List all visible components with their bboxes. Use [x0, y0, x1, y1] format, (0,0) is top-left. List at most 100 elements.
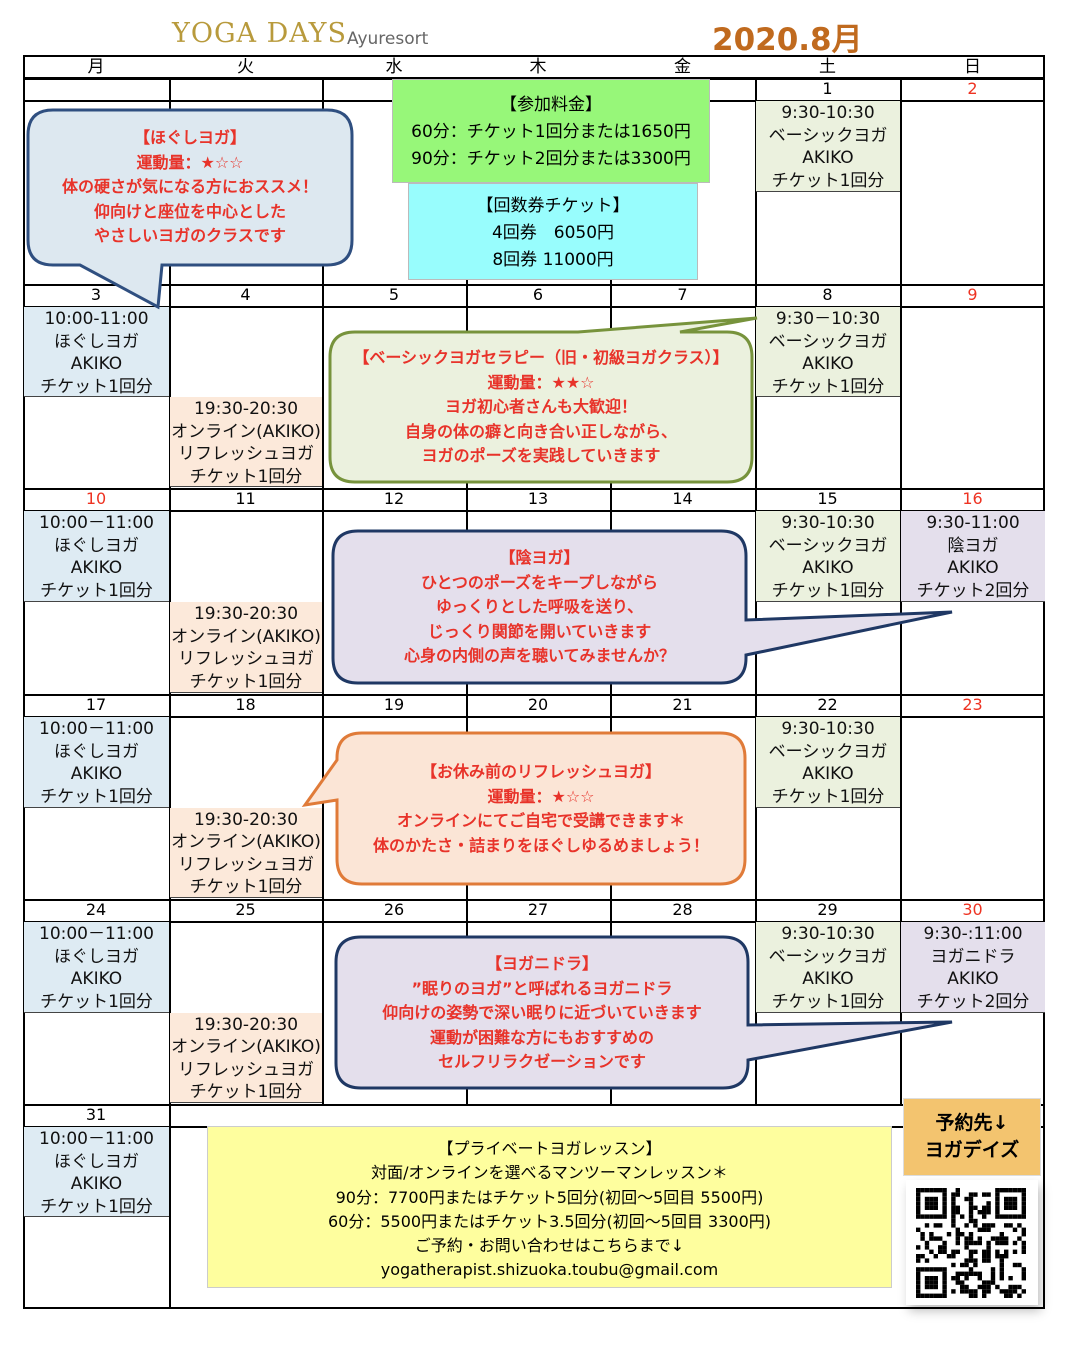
grid-line — [169, 284, 171, 488]
qr-module — [986, 1280, 991, 1285]
event-line: オンライン(AKIKO) — [171, 1037, 321, 1057]
qr-module — [968, 1192, 974, 1197]
qr-module — [1008, 1293, 1013, 1298]
qr-module — [924, 1280, 930, 1285]
qr-module — [1021, 1240, 1026, 1246]
qr-module — [999, 1254, 1004, 1259]
qr-code[interactable] — [906, 1180, 1038, 1305]
qr-module — [990, 1267, 996, 1272]
text-line: 体のかたさ・詰まりをほぐしゆるめましょう！ — [372, 835, 709, 855]
qr-module — [924, 1258, 930, 1263]
qr-module — [933, 1280, 938, 1285]
qr-module — [951, 1223, 956, 1228]
event-line: チケット1回分 — [771, 170, 885, 191]
event-line: AKIKO — [802, 969, 854, 989]
grid-line — [23, 694, 1045, 696]
qr-module — [955, 1188, 960, 1193]
qr-module — [977, 1284, 982, 1290]
qr-module — [973, 1192, 978, 1197]
date-number: 27 — [527, 900, 549, 919]
event-line: オンライン(AKIKO) — [171, 832, 321, 852]
event-line: AKIKO — [70, 764, 123, 784]
qr-module — [951, 1276, 956, 1281]
event-line: ベーシックヨガ — [768, 946, 888, 967]
qr-module — [968, 1205, 974, 1210]
qr-module — [951, 1210, 956, 1215]
event-line: リフレッシュヨガ — [178, 649, 314, 669]
qr-module — [990, 1236, 996, 1241]
date-number: 15 — [817, 489, 838, 508]
qr-module — [920, 1293, 925, 1298]
text-line: 予約先↓ — [935, 1112, 1009, 1134]
qr-module — [938, 1249, 943, 1254]
qr-module — [1021, 1276, 1026, 1281]
qr-module — [982, 1223, 987, 1228]
qr-module — [924, 1201, 930, 1206]
qr-module — [960, 1284, 965, 1290]
qr-module — [1004, 1240, 1009, 1246]
qr-module — [929, 1280, 934, 1285]
grid-line — [900, 694, 902, 899]
qr-module — [986, 1258, 991, 1263]
qr-module — [986, 1201, 991, 1206]
qr-module — [986, 1227, 991, 1232]
qr-module — [973, 1289, 978, 1294]
qr-module — [955, 1271, 960, 1276]
qr-module — [929, 1249, 934, 1254]
qr-module — [982, 1258, 987, 1263]
event-line: チケット1回分 — [189, 466, 303, 487]
qr-module — [995, 1210, 1000, 1215]
event-line: AKIKO — [802, 558, 854, 578]
grid-line — [755, 899, 757, 1104]
qr-module — [916, 1188, 921, 1193]
qr-module — [929, 1267, 934, 1272]
qr-module — [1021, 1289, 1026, 1294]
date-number: 10 — [85, 489, 107, 508]
qr-module — [986, 1254, 991, 1259]
text-line: 体の硬さが気になる方におススメ！ — [61, 177, 318, 196]
event-line: チケット1回分 — [189, 671, 303, 692]
event-line: 10:00－11:00 — [39, 924, 154, 944]
qr-module — [946, 1232, 952, 1237]
qr-module — [968, 1249, 974, 1254]
qr-module — [999, 1240, 1004, 1246]
event-line: 19:30-20:30 — [193, 809, 299, 830]
date-number: 21 — [672, 695, 693, 714]
event-line: ほぐしヨガ — [54, 535, 139, 556]
event-line: リフレッシュヨガ — [178, 1059, 314, 1080]
date-number: 13 — [527, 489, 549, 508]
qr-module — [1017, 1188, 1022, 1193]
qr-module — [977, 1227, 982, 1232]
qr-module — [1004, 1188, 1009, 1193]
qr-module — [916, 1289, 921, 1294]
qr-module — [1021, 1214, 1026, 1219]
qr-module — [995, 1196, 1000, 1202]
qr-module — [1004, 1236, 1009, 1241]
qr-module — [929, 1188, 934, 1193]
text-line: 【ほぐしヨガ】 — [133, 128, 246, 147]
qr-module — [973, 1293, 978, 1298]
qr-module — [1017, 1236, 1022, 1241]
qr-module — [973, 1223, 978, 1228]
event-line: AKIKO — [802, 764, 854, 784]
qr-module — [995, 1254, 1000, 1259]
qr-module — [955, 1192, 960, 1197]
qr-module — [982, 1289, 987, 1294]
qr-module — [920, 1267, 925, 1272]
